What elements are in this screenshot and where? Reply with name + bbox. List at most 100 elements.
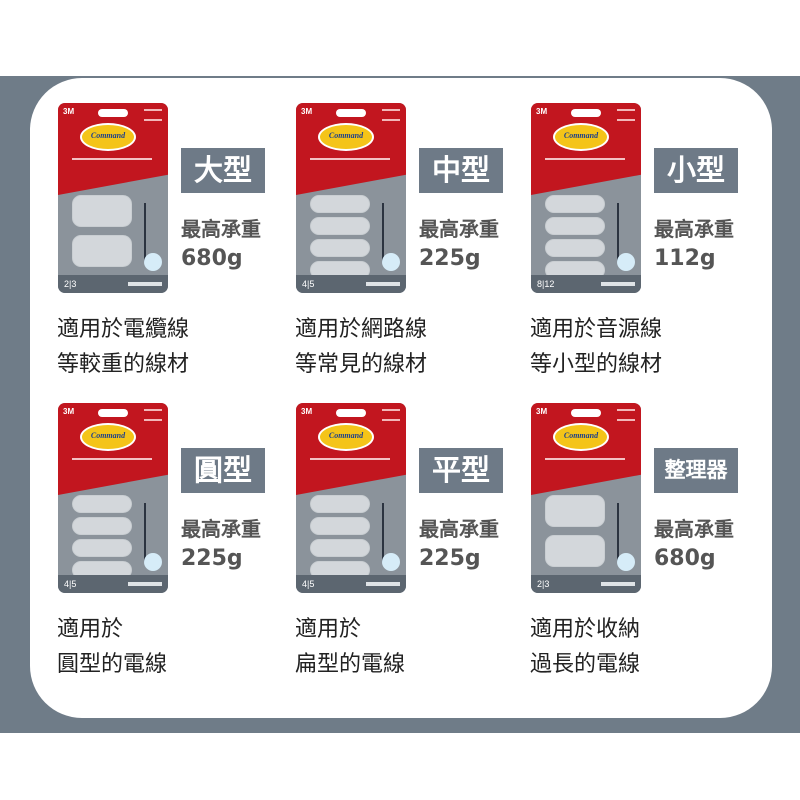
description-line: 過長的電線: [530, 652, 641, 677]
product-package-image: 3M Command 4|5: [296, 103, 406, 293]
size-tag: 大型: [181, 148, 265, 193]
package-label: [601, 282, 635, 286]
brand-logo: 3M: [63, 407, 75, 416]
size-tag: 中型: [419, 148, 503, 193]
package-count: 4|5: [64, 579, 77, 589]
hang-hole: [98, 109, 128, 117]
size-tag: 整理器: [654, 448, 738, 493]
weight-value: 225g: [181, 546, 243, 571]
description-line: 適用於: [57, 617, 124, 642]
description-line: 適用於: [295, 617, 362, 642]
package-count-bar: 8|12: [531, 275, 641, 293]
badge-icon: [382, 253, 400, 271]
description-line: 扁型的電線: [295, 652, 406, 677]
hang-hole: [336, 409, 366, 417]
command-logo: Command: [80, 123, 136, 151]
package-count: 2|3: [64, 279, 77, 289]
weight-value: 680g: [654, 546, 716, 571]
package-label: [128, 582, 162, 586]
package-count-bar: 4|5: [296, 275, 406, 293]
hook-icon: [310, 217, 370, 235]
brand-logo: 3M: [301, 107, 313, 116]
badge-icon: [382, 553, 400, 571]
hook-icon: [545, 195, 605, 213]
package-count: 4|5: [302, 279, 315, 289]
weight-label: 最高承重: [419, 217, 499, 241]
hook-icon: [545, 239, 605, 257]
package-label: [601, 582, 635, 586]
product-package-image: 3M Command 2|3: [58, 103, 168, 293]
hook-icon: [310, 195, 370, 213]
description-line: 適用於音源線: [530, 317, 663, 342]
package-count-bar: 2|3: [531, 575, 641, 593]
spec-label: [144, 409, 162, 421]
package-count: 2|3: [537, 579, 550, 589]
hang-hole: [571, 109, 601, 117]
package-count: 8|12: [537, 279, 555, 289]
package-label: [128, 282, 162, 286]
description-line: 等常見的線材: [295, 352, 428, 377]
cable-icon: [617, 203, 619, 263]
badge-icon: [144, 553, 162, 571]
cable-icon: [144, 203, 146, 263]
weight-value: 112g: [654, 246, 716, 271]
command-logo: Command: [318, 123, 374, 151]
description-line: 適用於電纜線: [57, 317, 190, 342]
product-cell: 3M Command 4|5 圓型 最高承重 225g 適用於 圓型的電線: [57, 403, 298, 703]
weight-value: 225g: [419, 246, 481, 271]
cable-icon: [382, 203, 384, 263]
command-logo: Command: [553, 423, 609, 451]
command-logo: Command: [553, 123, 609, 151]
description-line: 等較重的線材: [57, 352, 190, 377]
package-count-bar: 4|5: [296, 575, 406, 593]
spec-label: [382, 409, 400, 421]
description-line: 適用於收納: [530, 617, 641, 642]
package-label: [366, 282, 400, 286]
brand-logo: 3M: [301, 407, 313, 416]
description-line: 圓型的電線: [57, 652, 168, 677]
product-package-image: 3M Command 4|5: [296, 403, 406, 593]
hook-icon: [310, 517, 370, 535]
product-cell: 3M Command 8|12 小型 最高承重 112g 適用於音源線 等小型的…: [530, 103, 771, 403]
package-tagline: [72, 158, 152, 160]
weight-label: 最高承重: [654, 517, 734, 541]
command-logo: Command: [318, 423, 374, 451]
hook-icon: [545, 495, 605, 527]
command-logo: Command: [80, 423, 136, 451]
hang-hole: [336, 109, 366, 117]
hook-icon: [72, 235, 132, 267]
size-tag: 小型: [654, 148, 738, 193]
brand-logo: 3M: [536, 107, 548, 116]
package-count: 4|5: [302, 579, 315, 589]
product-package-image: 3M Command 2|3: [531, 403, 641, 593]
description-line: 等小型的線材: [530, 352, 663, 377]
spec-label: [144, 109, 162, 121]
package-count-bar: 4|5: [58, 575, 168, 593]
size-tag: 平型: [419, 448, 503, 493]
weight-label: 最高承重: [654, 217, 734, 241]
package-tagline: [310, 158, 390, 160]
product-cell: 3M Command 2|3 整理器 最高承重 680g 適用於收納 過長的電線: [530, 403, 771, 703]
hook-icon: [545, 535, 605, 567]
package-tagline: [545, 158, 625, 160]
badge-icon: [617, 553, 635, 571]
product-package-image: 3M Command 4|5: [58, 403, 168, 593]
package-tagline: [310, 458, 390, 460]
package-count-bar: 2|3: [58, 275, 168, 293]
badge-icon: [617, 253, 635, 271]
description-line: 適用於網路線: [295, 317, 428, 342]
hook-icon: [72, 195, 132, 227]
spec-label: [617, 409, 635, 421]
package-tagline: [545, 458, 625, 460]
cable-icon: [382, 503, 384, 563]
product-cell: 3M Command 2|3 大型 最高承重 680g 適用於電纜線 等較重的線…: [57, 103, 298, 403]
size-tag: 圓型: [181, 448, 265, 493]
hook-icon: [310, 539, 370, 557]
cable-icon: [617, 503, 619, 563]
weight-label: 最高承重: [419, 517, 499, 541]
weight-value: 680g: [181, 246, 243, 271]
hook-icon: [310, 495, 370, 513]
cable-icon: [144, 503, 146, 563]
weight-label: 最高承重: [181, 517, 261, 541]
hook-icon: [545, 217, 605, 235]
